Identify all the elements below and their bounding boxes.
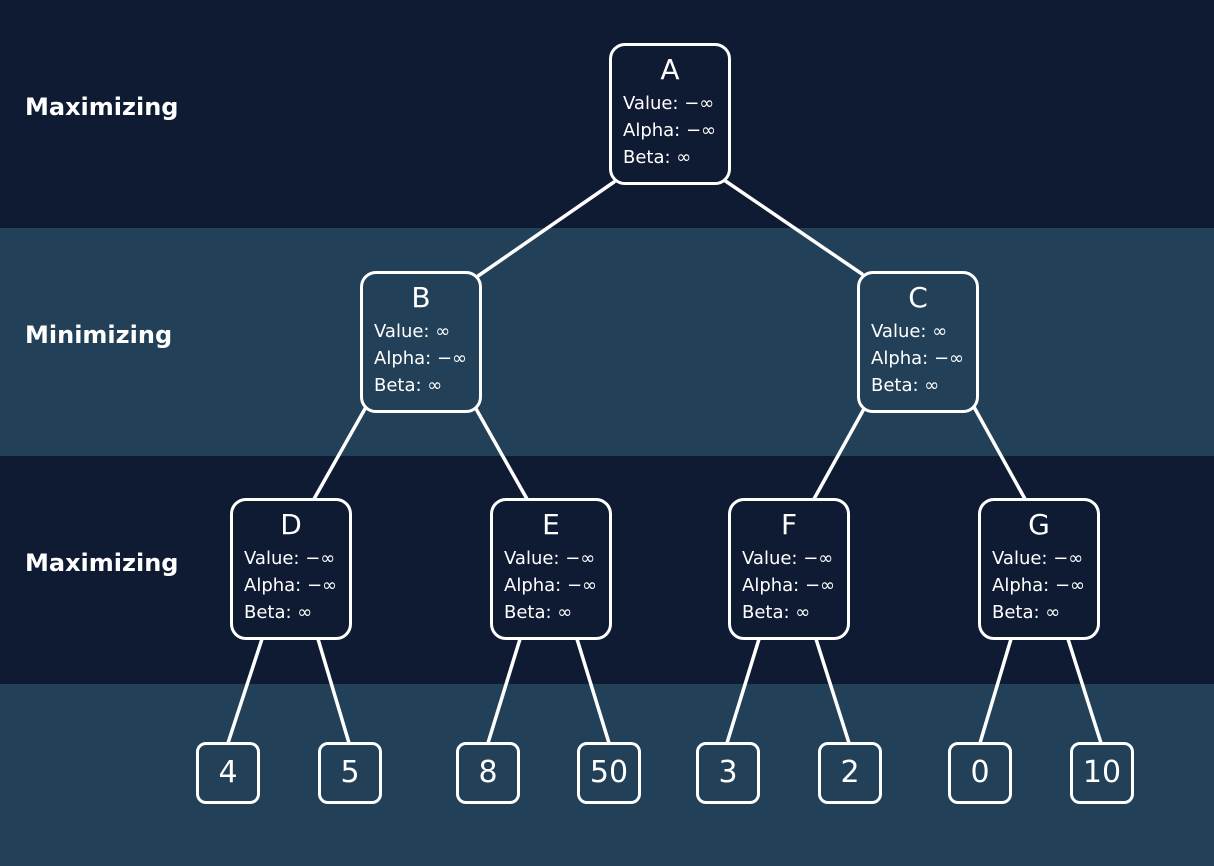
edge-f-leaf-2 xyxy=(814,637,851,745)
leaf-node: 5 xyxy=(318,742,382,804)
edge-b-d xyxy=(312,405,368,501)
tree-node-e: E Value: −∞ Alpha: −∞ Beta: ∞ xyxy=(490,498,612,640)
node-alpha: Alpha: −∞ xyxy=(992,575,1086,596)
tree-node-d: D Value: −∞ Alpha: −∞ Beta: ∞ xyxy=(230,498,352,640)
node-alpha: Alpha: −∞ xyxy=(623,120,717,141)
node-beta: Beta: ∞ xyxy=(244,602,313,623)
leaf-node: 3 xyxy=(696,742,760,804)
tree-node-g: G Value: −∞ Alpha: −∞ Beta: ∞ xyxy=(978,498,1100,640)
node-alpha: Alpha: −∞ xyxy=(504,575,598,596)
node-alpha: Alpha: −∞ xyxy=(742,575,836,596)
level-label-maximizing-bottom: Maximizing xyxy=(25,549,179,577)
leaf-node: 2 xyxy=(818,742,882,804)
node-alpha: Alpha: −∞ xyxy=(374,348,468,369)
tree-node-c: C Value: ∞ Alpha: −∞ Beta: ∞ xyxy=(857,271,979,413)
node-name: F xyxy=(780,508,798,541)
edge-c-f xyxy=(812,405,867,501)
edge-a-c xyxy=(722,178,864,276)
node-name: C xyxy=(908,281,928,314)
node-beta: Beta: ∞ xyxy=(742,602,811,623)
node-beta: Beta: ∞ xyxy=(504,602,573,623)
node-value: Value: −∞ xyxy=(623,93,715,114)
node-alpha: Alpha: −∞ xyxy=(871,348,965,369)
node-value: Value: −∞ xyxy=(244,548,336,569)
node-alpha: Alpha: −∞ xyxy=(244,575,338,596)
node-beta: Beta: ∞ xyxy=(871,375,940,396)
level-label-maximizing-top: Maximizing xyxy=(25,93,179,121)
edge-d-leaf-5 xyxy=(316,637,351,745)
edge-f-leaf-3 xyxy=(725,637,761,745)
edge-c-g xyxy=(972,405,1027,501)
leaf-node: 4 xyxy=(196,742,260,804)
edge-g-leaf-0 xyxy=(978,637,1013,745)
edge-e-leaf-8 xyxy=(486,637,522,745)
node-value: Value: −∞ xyxy=(992,548,1084,569)
node-name: E xyxy=(542,508,560,541)
node-beta: Beta: ∞ xyxy=(623,147,692,168)
node-value: Value: ∞ xyxy=(871,321,948,342)
node-name: A xyxy=(660,53,680,86)
node-name: G xyxy=(1028,508,1050,541)
edge-b-e xyxy=(473,405,529,501)
level-band-min xyxy=(0,228,1214,456)
tree-node-a: A Value: −∞ Alpha: −∞ Beta: ∞ xyxy=(609,43,731,185)
node-beta: Beta: ∞ xyxy=(992,602,1061,623)
node-value: Value: −∞ xyxy=(742,548,834,569)
tree-node-f: F Value: −∞ Alpha: −∞ Beta: ∞ xyxy=(728,498,850,640)
node-beta: Beta: ∞ xyxy=(374,375,443,396)
level-band-max-1 xyxy=(0,0,1214,228)
edge-g-leaf-10 xyxy=(1066,637,1103,745)
node-name: B xyxy=(411,281,431,314)
leaf-node: 0 xyxy=(948,742,1012,804)
leaf-node: 50 xyxy=(577,742,641,804)
tree-node-b: B Value: ∞ Alpha: −∞ Beta: ∞ xyxy=(360,271,482,413)
level-label-minimizing: Minimizing xyxy=(25,321,173,349)
node-value: Value: ∞ xyxy=(374,321,451,342)
edge-a-b xyxy=(476,180,616,278)
leaf-node: 10 xyxy=(1070,742,1134,804)
node-name: D xyxy=(280,508,302,541)
node-value: Value: −∞ xyxy=(504,548,596,569)
edge-d-leaf-4 xyxy=(226,637,264,745)
leaf-node: 8 xyxy=(456,742,520,804)
edge-e-leaf-50 xyxy=(575,637,611,745)
